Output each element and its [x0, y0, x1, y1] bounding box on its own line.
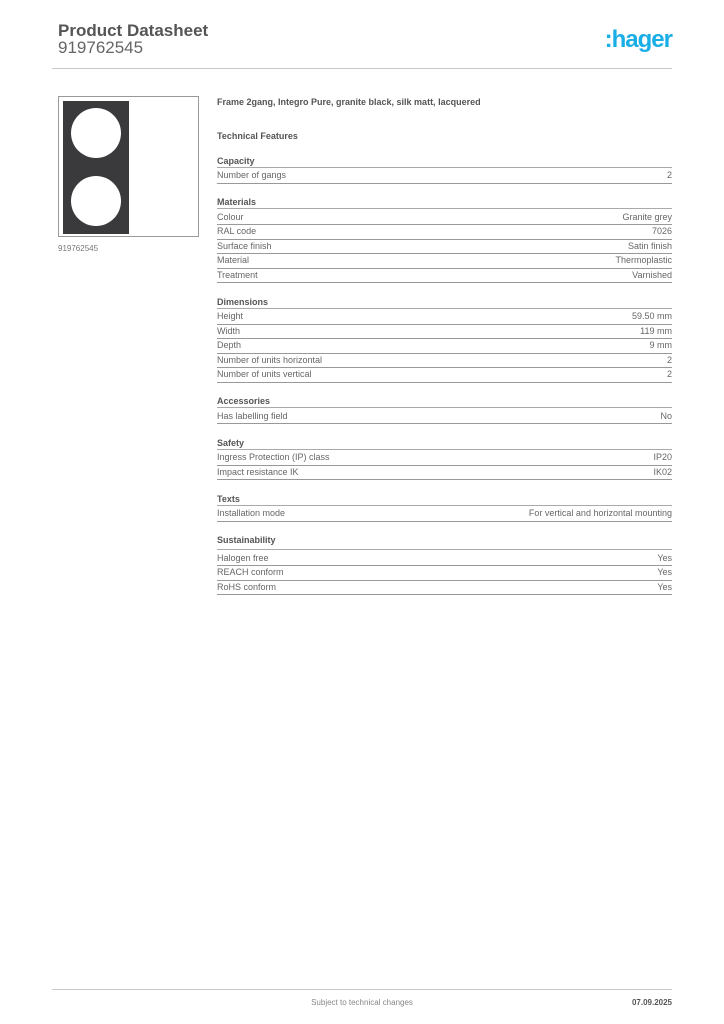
table-row: Height 59.50 mm [217, 310, 672, 325]
section-heading: Texts [217, 493, 672, 506]
row-label: Ingress Protection (IP) class [217, 452, 330, 462]
row-label: Surface finish [217, 240, 272, 251]
row-value: 7026 [651, 226, 672, 236]
section-heading: Dimensions [217, 296, 672, 309]
section-heading: Safety [217, 437, 672, 450]
row-value: IK02 [653, 466, 672, 477]
product-number: 919762545 [58, 38, 144, 57]
product-description: Frame 2gang, Integro Pure, granite black… [217, 97, 481, 107]
table-row: REACH conform Yes [217, 566, 672, 581]
image-caption: 919762545 [58, 244, 99, 253]
row-label: RAL code [217, 226, 257, 236]
section-heading: Materials [217, 196, 672, 209]
section-heading: Accessories [217, 395, 672, 408]
table-row: Treatment Varnished [217, 269, 672, 283]
row-label: Material [217, 255, 250, 265]
row-label: RoHS conform [217, 581, 277, 592]
product-details: Frame 2gang, Integro Pure, granite black… [217, 96, 672, 595]
row-value: 9 mm [649, 340, 673, 350]
row-label: Colour [217, 211, 244, 222]
row-value: Satin finish [627, 240, 672, 251]
table-row: Installation mode For vertical and horizo… [217, 507, 672, 522]
table-row: Ingress Protection (IP) class IP20 [217, 451, 672, 466]
row-value: IP20 [653, 452, 672, 462]
row-value: Varnished [632, 269, 672, 280]
row-label: Number of gangs [217, 170, 287, 180]
table-row: Number of units horizontal 2 [217, 354, 672, 368]
footer-divider [52, 989, 672, 990]
table-row: Halogen free Yes [217, 552, 672, 566]
footer-date: 07.09.2025 [631, 998, 672, 1007]
row-label: Number of units horizontal [217, 354, 323, 365]
table-row: Depth 9 mm [217, 339, 672, 354]
row-label: Impact resistance IK [217, 466, 299, 477]
row-value: 2 [666, 369, 672, 379]
row-label: Width [217, 325, 241, 336]
table-row: RoHS conform Yes [217, 581, 672, 595]
table-row: Impact resistance IK IK02 [217, 466, 672, 480]
row-value: 59.50 mm [631, 311, 672, 321]
section-heading: Capacity [217, 155, 672, 168]
row-value: No [660, 410, 672, 421]
table-row: RAL code 7026 [217, 225, 672, 240]
footer-note: Subject to technical changes [311, 998, 413, 1007]
row-value: For vertical and horizontal mounting [528, 508, 672, 518]
row-value: Yes [657, 567, 672, 577]
row-label: Height [217, 311, 244, 321]
row-label: Treatment [217, 269, 258, 280]
row-label: Has labelling field [217, 410, 288, 421]
table-row: Number of units vertical 2 [217, 368, 672, 383]
product-image [58, 96, 199, 237]
table-row: Has labelling field No [217, 410, 672, 424]
header-divider [52, 68, 672, 69]
row-value: Yes [657, 581, 672, 592]
row-value: 119 mm [640, 325, 672, 336]
page-title: Product Datasheet [58, 21, 209, 40]
row-label: Number of units vertical [217, 369, 312, 379]
hager-logo: :hager [604, 26, 673, 53]
table-row: Material Thermoplastic [217, 254, 672, 269]
table-row: Number of gangs 2 [217, 169, 672, 184]
table-row: Surface finish Satin finish [217, 240, 672, 254]
table-row: Colour Granite grey [217, 211, 672, 225]
row-value: Yes [657, 552, 672, 563]
row-value: Thermoplastic [615, 255, 672, 265]
row-label: Installation mode [217, 508, 286, 518]
row-label: Depth [217, 340, 242, 350]
technical-features-heading: Technical Features [217, 131, 298, 141]
row-label: Halogen free [217, 552, 269, 563]
section-heading: Sustainability [217, 534, 672, 550]
row-value: Granite grey [622, 211, 672, 222]
table-row: Width 119 mm [217, 325, 672, 339]
frame-2gang-icon [63, 101, 129, 234]
row-value: 2 [666, 354, 672, 365]
row-value: 2 [666, 170, 672, 180]
row-label: REACH conform [217, 567, 284, 577]
